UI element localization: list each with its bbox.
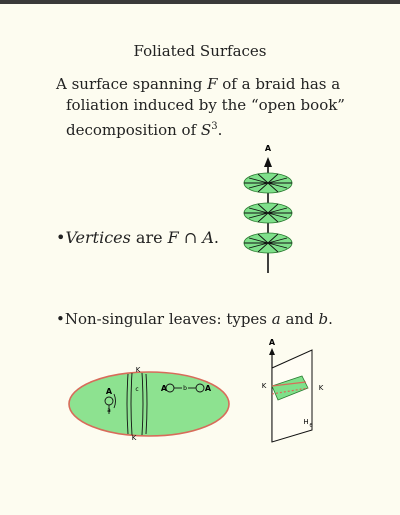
axis-arrow-icon xyxy=(264,157,272,167)
intro-text: A surface spanning xyxy=(56,75,208,93)
knot-strand xyxy=(271,381,307,387)
label-a: a xyxy=(107,407,111,414)
intro-line-2: foliation induced by the “open book” xyxy=(66,96,345,114)
leaf-curve xyxy=(126,373,129,435)
label-a-vertex-left: A xyxy=(106,387,113,396)
leaf-arc xyxy=(113,393,116,409)
math-F-cap-A: F ∩ A xyxy=(167,228,214,247)
axis-arrow-icon xyxy=(269,348,275,355)
label-c: c xyxy=(135,386,138,393)
label-h-subscript: θ xyxy=(309,423,312,429)
vertex-disk-2 xyxy=(243,202,293,224)
vertices-bullet: •Vertices are F ∩ A. xyxy=(56,228,219,247)
leaves-bullet: •Non-singular leaves: types a and b. xyxy=(56,310,333,328)
vertex-disk-3 xyxy=(243,232,293,254)
axis-vertices-figure: A xyxy=(243,144,293,273)
leaf-curve xyxy=(130,372,133,436)
label-k-left: K xyxy=(262,382,267,390)
type-a-leaf: A a xyxy=(104,387,116,414)
axis-label: A xyxy=(265,144,272,153)
intro-text: of a braid has a xyxy=(217,75,341,93)
slide-title: Foliated Surfaces xyxy=(133,42,267,60)
type-b-leaf: A b A xyxy=(161,383,212,393)
bullet: • xyxy=(56,228,66,247)
label-b: b xyxy=(183,385,187,392)
spanning-disk xyxy=(68,371,230,437)
vertex-circle xyxy=(195,383,205,393)
leaves-text: and xyxy=(280,310,319,328)
vertex-disk-1 xyxy=(243,172,293,194)
intro-paragraph: A surface spanning F of a braid has a fo… xyxy=(56,74,356,141)
leaf-curve xyxy=(141,372,144,436)
top-edge-bar xyxy=(0,0,400,4)
page-h-theta-figure: A K K H θ xyxy=(262,338,324,443)
label-a-vertex-right: A xyxy=(205,384,212,393)
vertices-word: Vertices xyxy=(65,228,131,247)
vertices-text: are xyxy=(130,228,168,247)
leaves-text: Non-singular leaves: types xyxy=(64,310,272,328)
bullet: • xyxy=(56,310,65,328)
intro-line-3: decomposition of S3. xyxy=(56,116,356,141)
label-a-axis: A xyxy=(269,338,276,347)
math-b: b xyxy=(318,310,329,328)
label-k-top: K xyxy=(136,366,141,374)
label-h: H xyxy=(303,418,308,426)
half-plane-page xyxy=(271,349,313,443)
intro-text: decomposition of xyxy=(66,121,201,139)
label-k-right: K xyxy=(319,384,324,392)
label-k-bottom: K xyxy=(132,434,137,442)
math-superscript: 3 xyxy=(211,121,218,132)
math-S: S xyxy=(200,121,212,139)
leaf-curve xyxy=(145,373,148,435)
vertices-text: . xyxy=(213,228,219,247)
intro-text: . xyxy=(217,121,223,139)
math-a: a xyxy=(271,310,281,328)
math-F: F xyxy=(207,75,218,93)
disk-leaves-figure: K K c A a A b A xyxy=(68,366,230,442)
intro-line-1: A surface spanning F of a braid has a xyxy=(56,74,356,95)
leaves-text: . xyxy=(328,310,333,328)
label-a-vertex-mid: A xyxy=(161,384,168,393)
